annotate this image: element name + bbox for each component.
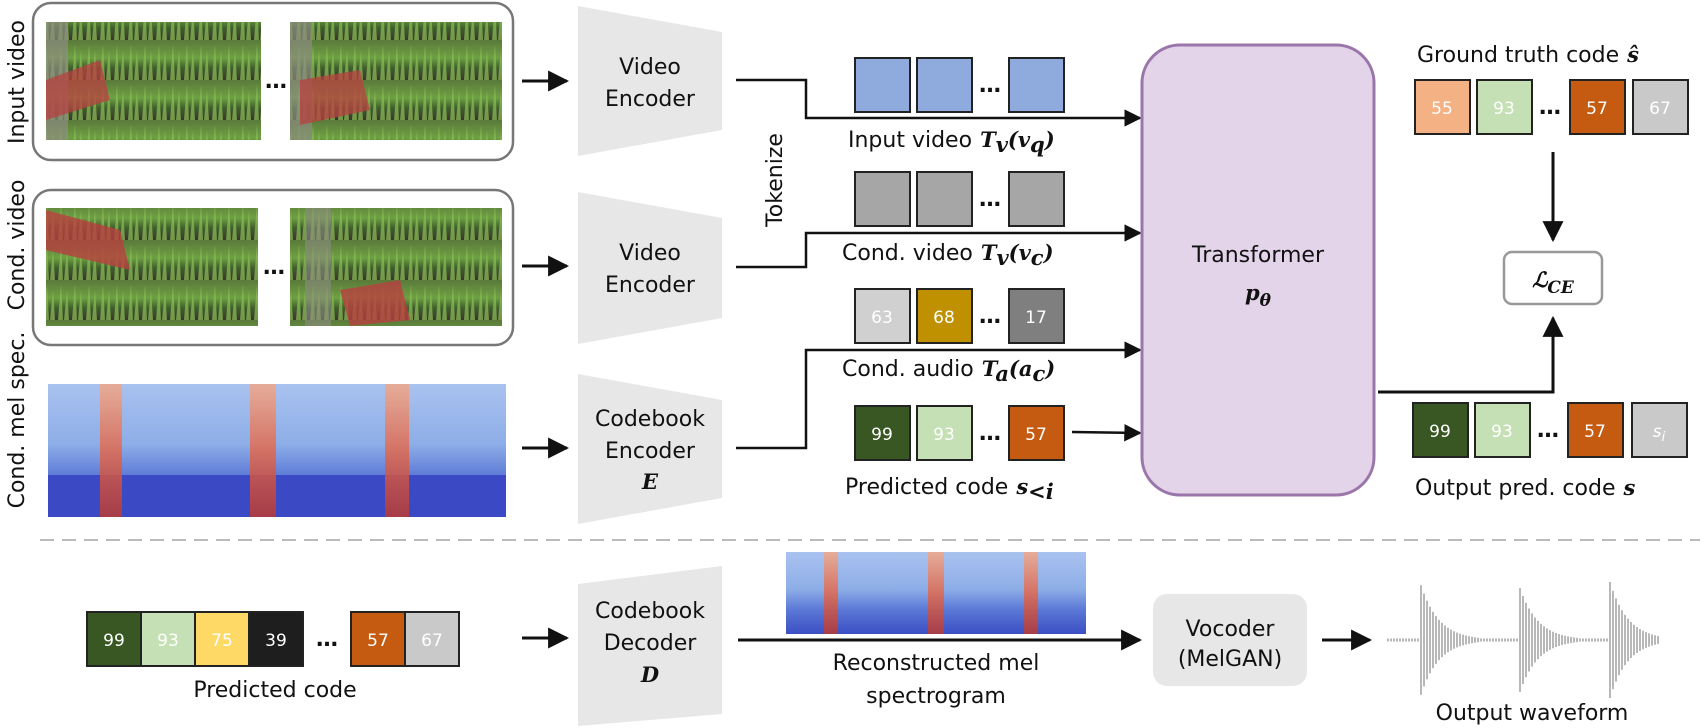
svg-text:Decoder: Decoder [604,631,698,656]
connector [736,78,1142,127]
vocoder-box: Vocoder (MelGAN) [1153,594,1307,686]
svg-text:67: 67 [1649,99,1671,119]
svg-text:75: 75 [211,631,233,651]
tokenize-label: Tokenize [763,133,788,228]
svg-text:…: … [979,304,1001,329]
svg-text:Transformer: Transformer [1191,243,1325,268]
reconstructed-label-line1: Reconstructed mel [833,651,1040,676]
video-encoder-2: Video Encoder [578,192,722,344]
row-label-cond-video: Cond. video [5,180,30,311]
svg-text:Encoder: Encoder [605,439,696,464]
row-label-cond-mel: Cond. mel spec. [5,332,30,509]
svg-text:(MelGAN): (MelGAN) [1178,647,1282,672]
bottom-predicted-codes: 99 93 75 39 … 57 67 [86,611,460,667]
svg-text:E: E [641,469,659,494]
svg-text:ℒCE: ℒCE [1532,267,1575,298]
codebook-encoder: Codebook Encoder E [578,374,722,524]
svg-text:D: D [640,662,660,687]
connector [736,341,1142,450]
cond-video-tokens: … [854,171,1065,227]
svg-text:Video: Video [619,55,681,80]
svg-text:57: 57 [1584,422,1606,442]
reconstructed-mel-spectrogram [786,552,1086,634]
output-pred-codes: 99 93 … 57 si [1412,402,1688,458]
loss-box: ℒCE [1502,250,1604,306]
waveform-label: Output waveform [1436,701,1629,726]
svg-text:93: 93 [157,631,179,651]
svg-text:…: … [979,187,1001,212]
svg-text:93: 93 [933,425,955,445]
svg-text:…: … [979,73,1001,98]
svg-text:pθ: pθ [1245,280,1272,311]
svg-text:…: … [316,627,338,652]
svg-text:…: … [979,421,1001,446]
svg-text:Encoder: Encoder [605,87,696,112]
bottom-predicted-label: Predicted code [193,678,356,703]
svg-text:Codebook: Codebook [595,407,705,432]
svg-text:57: 57 [367,631,389,651]
cond-audio-tokens: 63 68 … 17 [854,288,1065,344]
svg-text:93: 93 [1493,99,1515,119]
svg-text:57: 57 [1025,425,1047,445]
ground-truth-codes: 55 93 … 57 67 [1414,79,1689,135]
svg-text:Encoder: Encoder [605,273,696,298]
codebook-decoder: Codebook Decoder D [578,566,722,726]
row-label-input-video: Input video [5,20,30,144]
cond-video-frames: … [31,188,515,347]
svg-text:67: 67 [421,631,443,651]
svg-text:99: 99 [103,631,125,651]
arrow [1071,424,1142,442]
input-video-tokens: … [854,57,1065,113]
connector [1378,315,1564,394]
svg-text:Vocoder: Vocoder [1186,617,1276,642]
svg-text:Codebook: Codebook [595,599,705,624]
svg-text:57: 57 [1586,99,1608,119]
frames-ellipsis: … [265,69,287,94]
svg-text:55: 55 [1431,99,1453,119]
connector [736,224,1142,269]
svg-text:si: si [1653,422,1666,445]
svg-text:68: 68 [933,308,955,328]
svg-text:63: 63 [871,308,893,328]
svg-text:…: … [1537,418,1559,443]
transformer-block: Transformer pθ [1140,43,1376,497]
video-encoder-1: Video Encoder [578,6,722,156]
svg-text:99: 99 [1429,422,1451,442]
output-waveform [1387,582,1659,698]
svg-text:Video: Video [619,241,681,266]
frames-ellipsis: … [263,255,285,280]
svg-text:93: 93 [1491,422,1513,442]
reconstructed-label-line2: spectrogram [866,684,1006,709]
predicted-code-tokens: 99 93 … 57 [854,405,1065,461]
svg-text:17: 17 [1025,308,1047,328]
svg-text:99: 99 [871,425,893,445]
input-video-frames: … [31,1,515,162]
svg-text:39: 39 [265,631,287,651]
svg-text:…: … [1539,95,1561,120]
cond-mel-spectrogram [48,384,506,517]
